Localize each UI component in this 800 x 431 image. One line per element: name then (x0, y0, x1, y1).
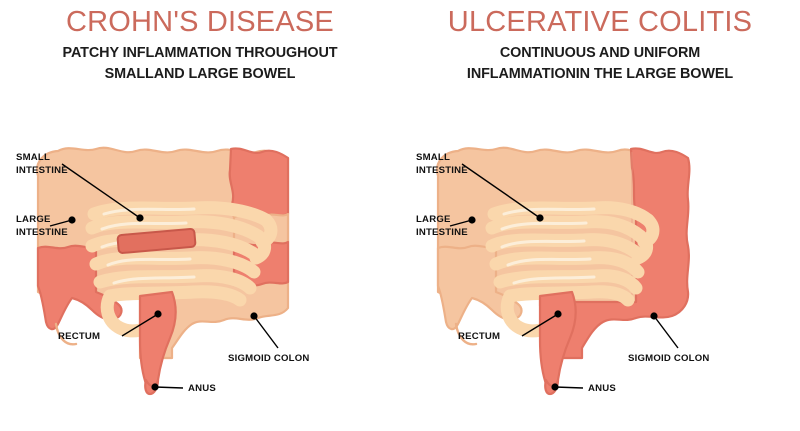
uc-leader-rectum (521, 313, 559, 337)
crohns-annotations: SMALL INTESTINE LARGE INTESTINE RECTUM (16, 152, 309, 394)
crohns-si-hl-5 (112, 275, 196, 285)
crohns-label-small-intestine: SMALL INTESTINE (16, 152, 68, 176)
crohns-label-large-intestine-line-2: INTESTINE (16, 227, 68, 238)
uc-label-anus: ANUS (588, 383, 616, 394)
uc-annotations: SMALL INTESTINE LARGE INTESTINE RECTUM (416, 152, 709, 394)
crohns-dot-sigmoid-colon (250, 312, 258, 320)
crohns-label-sigmoid-colon: SIGMOID COLON (228, 353, 309, 364)
uc-subtitle-line-1: CONTINUOUS AND UNIFORM (499, 45, 701, 62)
uc-label-small-intestine-line-1: SMALL (416, 152, 450, 163)
uc-label-large-intestine-line-2: INTESTINE (416, 227, 468, 238)
uc-main-title: ULCERATIVE COLITIS (447, 6, 753, 38)
crohns-dot-anus (151, 383, 159, 391)
crohns-leader-large-intestine (49, 219, 73, 227)
crohns-main-title: CROHN'S DISEASE (66, 6, 334, 38)
uc-si-hl-5 (512, 275, 596, 285)
crohns-illustration: SMALL INTESTINE LARGE INTESTINE RECTUM (0, 96, 400, 431)
crohns-appendix (54, 322, 78, 346)
uc-appendix (454, 322, 478, 346)
crohns-small-bowel-inflamed-patch (116, 227, 197, 254)
crohns-si-hl-2 (100, 221, 188, 231)
uc-title-block: ULCERATIVE COLITIS CONTINUOUS AND UNIFOR… (400, 0, 800, 84)
uc-si-highlights (500, 207, 596, 285)
crohns-rectum-inflamed (138, 290, 177, 389)
uc-dot-rectum (554, 310, 562, 318)
uc-leader-small-intestine (461, 163, 541, 219)
uc-label-sigmoid-colon: SIGMOID COLON (628, 353, 709, 364)
uc-si-coil-5 (493, 269, 643, 295)
crohns-leader-small-intestine (61, 163, 141, 219)
uc-dot-small-intestine (536, 214, 544, 222)
uc-label-large-intestine: LARGE INTESTINE (416, 214, 468, 238)
crohns-label-small-intestine-line-2: INTESTINE (16, 165, 68, 176)
crohns-si-coil-5 (93, 269, 257, 295)
crohns-rectum-group (138, 290, 177, 396)
crohns-dot-large-intestine (68, 216, 76, 224)
crohns-label-anus: ANUS (188, 383, 216, 394)
uc-leader-sigmoid-colon (653, 315, 679, 349)
crohns-svg: SMALL INTESTINE LARGE INTESTINE RECTUM (16, 146, 309, 396)
crohns-leader-rectum (121, 313, 159, 337)
crohns-dot-rectum (154, 310, 162, 318)
crohns-subtitle-line-1: PATCHY INFLAMMATION THROUGHOUT (62, 45, 338, 62)
crohns-dot-small-intestine (136, 214, 144, 222)
uc-subtitle: CONTINUOUS AND UNIFORM INFLAMMATIONIN TH… (400, 38, 800, 84)
uc-si-hl-4 (506, 257, 592, 267)
uc-si-coil-6 (503, 285, 635, 307)
crohns-label-large-intestine-line-1: LARGE (16, 214, 51, 225)
crohns-si-hl-4 (106, 257, 192, 267)
crohns-leader-sigmoid-colon (253, 315, 279, 349)
uc-si-hl-2 (500, 221, 588, 231)
crohns-label-large-intestine: LARGE INTESTINE (16, 214, 68, 238)
uc-si-hl-1 (502, 207, 596, 216)
uc-inflamed-continuous-colon (548, 147, 691, 360)
crohns-si-coil-1 (87, 201, 273, 227)
panel-ulcerative-colitis: ULCERATIVE COLITIS CONTINUOUS AND UNIFOR… (400, 0, 800, 431)
crohns-small-bowel-patch-group (116, 227, 197, 254)
uc-label-large-intestine-line-1: LARGE (416, 214, 451, 225)
uc-leader-large-intestine (449, 219, 473, 227)
uc-label-small-intestine: SMALL INTESTINE (416, 152, 468, 176)
crohns-inflamed-cecum (36, 244, 123, 331)
uc-illustration: SMALL INTESTINE LARGE INTESTINE RECTUM (400, 96, 800, 431)
uc-cecum-normal (436, 244, 523, 331)
uc-subtitle-line-2: INFLAMMATIONIN THE LARGE BOWEL (466, 65, 734, 82)
crohns-label-small-intestine-line-1: SMALL (16, 152, 50, 163)
uc-dot-anus (551, 383, 559, 391)
crohns-subtitle-line-2: SMALLAND LARGE BOWEL (104, 65, 296, 82)
uc-si-loop-right (631, 229, 653, 265)
uc-rectum-inflamed (538, 290, 577, 389)
crohns-si-hl-1 (102, 207, 196, 216)
uc-label-small-intestine-line-2: INTESTINE (416, 165, 468, 176)
panel-crohns-disease: CROHN'S DISEASE PATCHY INFLAMMATION THRO… (0, 0, 400, 431)
uc-leader-anus (554, 386, 584, 389)
crohns-si-highlights (100, 207, 196, 285)
crohns-title-block: CROHN'S DISEASE PATCHY INFLAMMATION THRO… (0, 0, 400, 84)
crohns-si-loop-right (249, 229, 271, 265)
uc-dot-sigmoid-colon (650, 312, 658, 320)
crohns-leader-anus (154, 386, 184, 389)
crohns-label-rectum: RECTUM (58, 331, 100, 342)
uc-svg: SMALL INTESTINE LARGE INTESTINE RECTUM (416, 146, 709, 396)
crohns-si-coil-6 (103, 285, 247, 307)
uc-label-rectum: RECTUM (458, 331, 500, 342)
crohns-subtitle: PATCHY INFLAMMATION THROUGHOUT SMALLAND … (0, 38, 400, 84)
uc-si-hl-3 (500, 239, 586, 249)
uc-dot-large-intestine (468, 216, 476, 224)
